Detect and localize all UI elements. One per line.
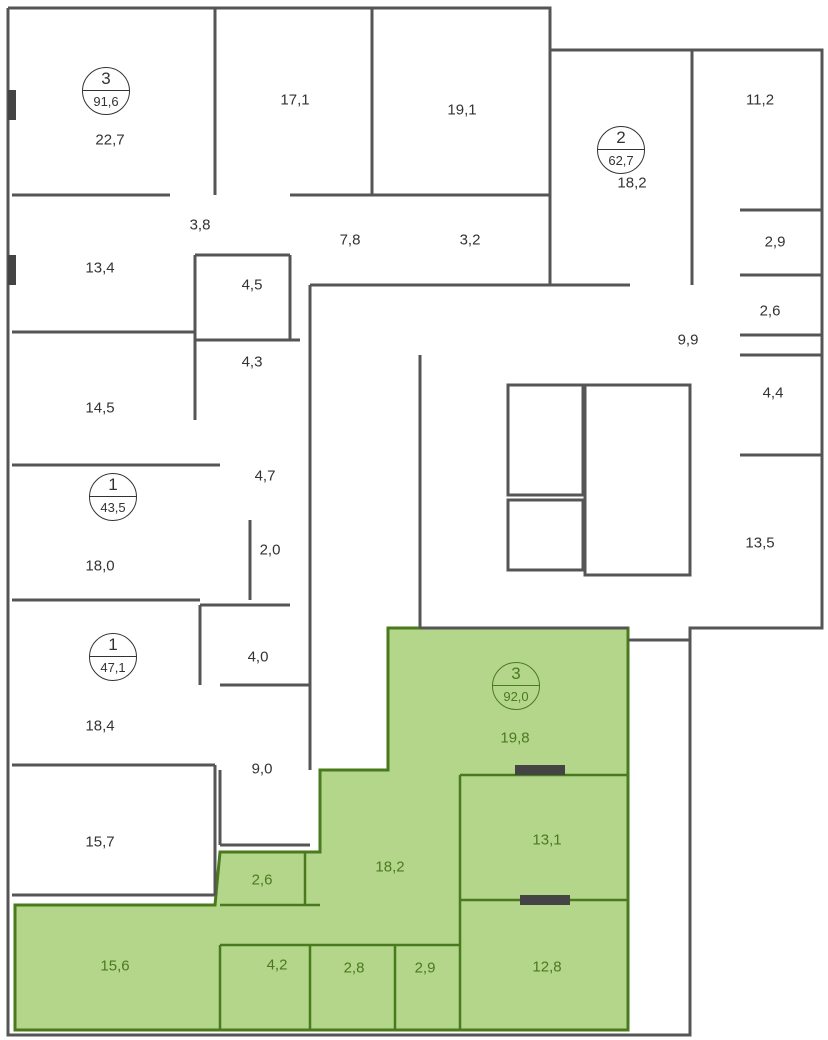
highlighted-room-area: 18,2 [375, 858, 405, 876]
room-area: 14,5 [85, 399, 115, 417]
room-count: 3 [493, 663, 539, 686]
highlighted-room-area: 2,6 [251, 871, 273, 889]
highlighted-room-area: 15,6 [100, 957, 130, 975]
apartment-area: 92,0 [503, 689, 529, 704]
room-area: 4,0 [247, 648, 269, 666]
room-area: 2,6 [759, 302, 781, 320]
room-count: 2 [598, 127, 644, 150]
room-area: 11,2 [745, 91, 775, 109]
apartment-area: 91,6 [93, 94, 119, 109]
apartment-area: 62,7 [608, 153, 634, 168]
room-area: 18,0 [85, 557, 115, 575]
room-area: 4,3 [241, 353, 263, 371]
highlighted-room-area: 19,8 [500, 729, 530, 747]
room-area: 22,7 [95, 131, 125, 149]
highlighted-room-area: 2,9 [414, 959, 436, 977]
room-count: 1 [90, 634, 136, 657]
room-area: 18,2 [617, 174, 647, 192]
room-area: 2,0 [259, 541, 281, 559]
highlighted-room-area: 12,8 [532, 958, 562, 976]
room-area: 19,1 [447, 101, 477, 119]
room-area: 15,7 [85, 833, 115, 851]
room-area: 18,4 [85, 717, 115, 735]
room-area: 4,7 [254, 467, 276, 485]
highlighted-apartment-area[interactable] [13, 626, 630, 1032]
apartment-area: 43,5 [100, 500, 126, 515]
room-area: 13,4 [85, 259, 115, 277]
room-area: 4,4 [762, 384, 784, 402]
room-area: 17,1 [280, 91, 310, 109]
room-area: 2,9 [764, 233, 786, 251]
apartment-area: 47,1 [100, 660, 126, 675]
room-area: 9,0 [251, 760, 273, 778]
room-count: 1 [90, 474, 136, 497]
room-area: 4,5 [241, 276, 263, 294]
room-area: 3,8 [189, 216, 211, 234]
room-area: 3,2 [459, 231, 481, 249]
highlighted-room-area: 2,8 [343, 959, 365, 977]
room-count: 3 [83, 68, 129, 91]
room-area: 7,8 [339, 231, 361, 249]
room-area: 13,5 [745, 534, 775, 552]
room-area: 9,9 [677, 331, 699, 349]
highlighted-room-area: 13,1 [532, 831, 562, 849]
highlighted-room-area: 4,2 [266, 956, 288, 974]
